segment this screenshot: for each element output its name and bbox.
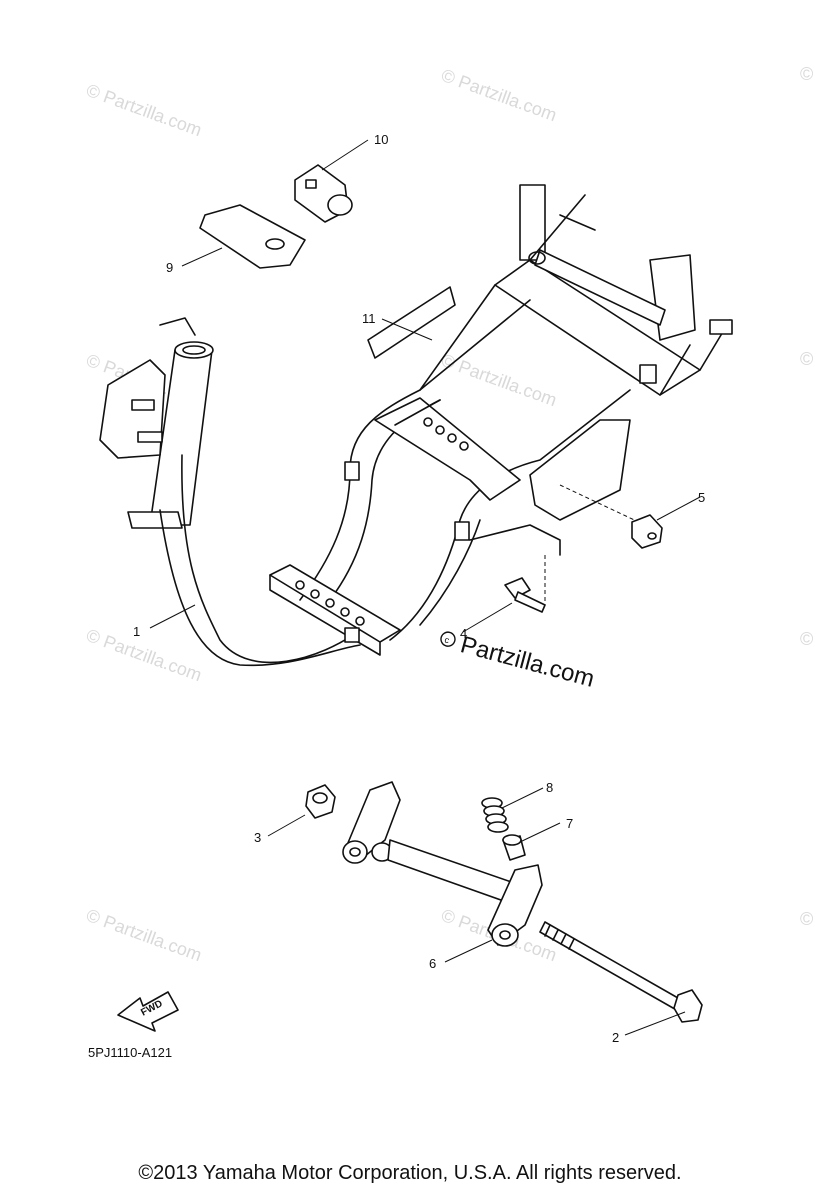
- watermark-layer: © Partzilla.com © Partzilla.com © Partzi…: [84, 64, 814, 965]
- callout-7: 7: [566, 816, 573, 831]
- callout-3: 3: [254, 830, 261, 845]
- damper-part: [294, 164, 353, 223]
- long-bolt-part: [539, 921, 703, 1023]
- callout-2: 2: [612, 1030, 619, 1045]
- svg-text:c: c: [444, 635, 451, 646]
- watermark-symbol: ©: [800, 629, 813, 649]
- callout-11: 11: [362, 311, 376, 326]
- tape-part: [367, 286, 456, 359]
- watermark-text: © Partzilla.com: [84, 80, 205, 140]
- bolt-part: [504, 577, 546, 613]
- frame-part: [99, 184, 733, 667]
- fwd-arrow-icon: FWD: [117, 991, 179, 1032]
- callout-1: 1: [133, 624, 140, 639]
- copyright-circle-icon: [440, 631, 456, 647]
- bushing-part: [502, 834, 526, 861]
- nut-part: [305, 784, 336, 819]
- callout-10: 10: [374, 132, 388, 147]
- watermark-symbol: ©: [800, 909, 813, 929]
- copyright-footer: ©2013 Yamaha Motor Corporation, U.S.A. A…: [138, 1162, 682, 1184]
- watermark-text: © Partzilla.com: [439, 65, 560, 125]
- diagram-code: 5PJ1110-A121: [88, 1045, 172, 1060]
- callout-4: 4: [460, 626, 467, 641]
- watermark-text: © Partzilla.com: [84, 625, 205, 685]
- leader-lines: [149, 139, 701, 1036]
- callout-8: 8: [546, 780, 553, 795]
- watermark-text: © Partzilla.com: [84, 905, 205, 965]
- callout-labels: 1 2 3 4 5 6 7 8 9 10 11: [133, 132, 705, 1045]
- callout-6: 6: [429, 956, 436, 971]
- watermark-brand: Partzilla.com: [458, 631, 598, 693]
- nut-part: [631, 514, 663, 549]
- watermark-symbol: ©: [800, 64, 813, 84]
- pivot-arm-part: [342, 781, 543, 947]
- watermark-symbol: ©: [800, 349, 813, 369]
- callout-9: 9: [166, 260, 173, 275]
- spring-part: [481, 797, 509, 833]
- cushion-part: [199, 204, 306, 269]
- callout-5: 5: [698, 490, 705, 505]
